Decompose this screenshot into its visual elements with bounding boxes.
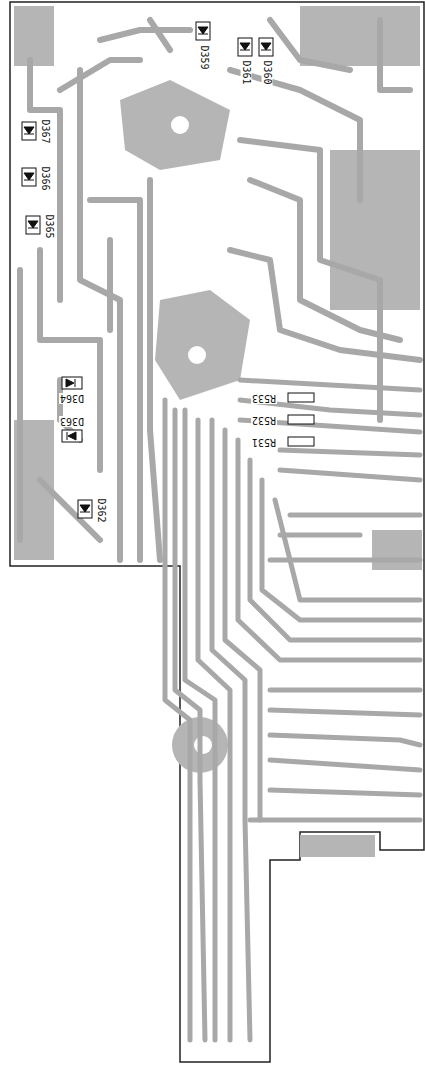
component-symbols: [22, 22, 314, 518]
diode-label: D367: [40, 118, 51, 144]
copper-traces: [20, 20, 420, 560]
diode-label: D362: [96, 497, 107, 523]
diode-label: D359: [199, 44, 210, 70]
board-outline: [10, 2, 424, 1062]
diode-label: D363: [59, 416, 85, 427]
copper-areas: [14, 6, 422, 857]
resistor-label: R533: [251, 393, 277, 404]
diode-label: D360: [262, 59, 273, 85]
bus-traces: [165, 380, 420, 1040]
diode-label: D366: [40, 165, 51, 191]
diode-label: D365: [44, 213, 55, 239]
resistor-label: R531: [251, 437, 277, 448]
resistor-label: R532: [251, 415, 277, 426]
diode-label: D364: [59, 393, 85, 404]
diode-label: D361: [241, 59, 252, 85]
